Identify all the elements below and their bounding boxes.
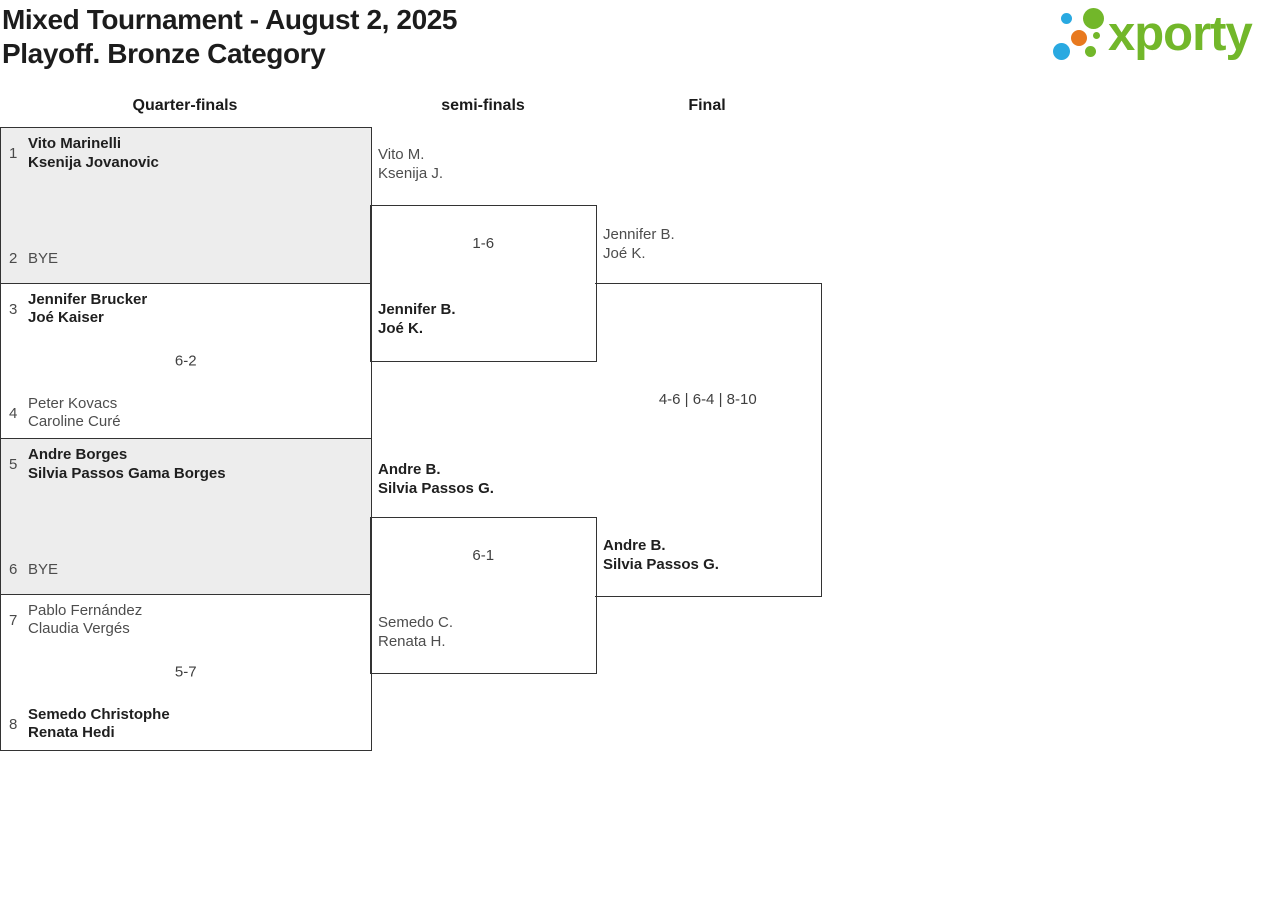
player-name: Andre Borges — [28, 446, 128, 463]
player-name: Joé K. — [603, 244, 646, 262]
match-semifinal-2[interactable]: 6-1 — [370, 517, 597, 674]
seed-number: 3 — [9, 300, 18, 318]
logo-dot-icon — [1093, 32, 1100, 39]
player-name: Pablo Fernández — [28, 601, 143, 619]
logo-wordmark: xporty — [1108, 7, 1253, 61]
player-name: Vito M. — [378, 146, 425, 163]
participant-slot: 6 BYE — [1, 561, 371, 580]
sf1-top-team-label: Vito M. Ksenija J. — [378, 146, 443, 183]
team-names: BYE — [28, 250, 58, 269]
player-name: Silvia Passos G. — [603, 555, 719, 573]
logo-dot-icon — [1085, 46, 1096, 57]
participant-slot: 2 BYE — [1, 250, 371, 269]
player-name: Silvia Passos G. — [378, 479, 494, 497]
team-names: Vito Marinelli Ksenija Jovanovic — [28, 135, 159, 172]
player-name: Andre B. — [603, 537, 666, 554]
team-names: Pablo Fernández Claudia Vergés — [28, 602, 142, 639]
player-name: Andre B. — [378, 461, 441, 478]
match-quarterfinal-4[interactable]: 7 Pablo Fernández Claudia Vergés 5-7 8 S… — [0, 593, 372, 751]
bye-label: BYE — [28, 249, 59, 267]
seed-number: 5 — [9, 456, 18, 473]
tournament-title: Mixed Tournament - August 2, 2025 — [2, 4, 458, 35]
category-subtitle: Playoff. Bronze Category — [2, 37, 326, 69]
player-name: Ksenija Jovanovic — [28, 153, 159, 171]
player-name: Joé K. — [378, 319, 424, 337]
match-score: 5-7 — [174, 663, 197, 681]
player-name: Vito Marinelli — [28, 135, 122, 152]
logo-dot-icon — [1071, 30, 1087, 46]
participant-slot: 3 Jennifer Brucker Joé Kaiser — [1, 291, 371, 328]
player-name: Renata H. — [378, 632, 446, 650]
sf1-bottom-team-label: Jennifer B. Joé K. — [378, 301, 456, 338]
seed-number: 4 — [9, 404, 18, 422]
player-name: Joé Kaiser — [28, 309, 104, 326]
player-name: Renata Hedi — [28, 724, 115, 741]
sf2-top-team-label: Andre B. Silvia Passos G. — [378, 461, 494, 498]
logo-dot-icon — [1061, 13, 1072, 24]
seed-number: 7 — [9, 611, 18, 629]
team-names: BYE — [28, 561, 58, 580]
round-header-quarterfinals: Quarter-finals — [132, 97, 238, 114]
final-bottom-team-label: Andre B. Silvia Passos G. — [603, 537, 719, 574]
player-name: Jennifer B. — [378, 301, 456, 318]
match-quarterfinal-3[interactable]: 5 Andre Borges Silvia Passos Gama Borges… — [0, 438, 372, 595]
match-score: 6-1 — [472, 547, 495, 564]
player-name: Jennifer B. — [603, 226, 675, 243]
participant-slot: 7 Pablo Fernández Claudia Vergés — [1, 602, 371, 639]
seed-number: 1 — [9, 145, 18, 162]
player-name: Semedo Christophe — [28, 705, 170, 723]
seed-number: 8 — [9, 715, 18, 733]
sf2-bottom-team-label: Semedo C. Renata H. — [378, 614, 453, 651]
player-name: Jennifer Brucker — [28, 290, 148, 308]
seed-number: 6 — [9, 561, 18, 579]
participant-slot: 4 Peter Kovacs Caroline Curé — [1, 395, 371, 432]
final-top-team-label: Jennifer B. Joé K. — [603, 226, 675, 263]
team-names: Andre Borges Silvia Passos Gama Borges — [28, 446, 226, 483]
player-name: Claudia Vergés — [28, 620, 130, 637]
team-names: Jennifer Brucker Joé Kaiser — [28, 291, 147, 328]
match-quarterfinal-1[interactable]: 1 Vito Marinelli Ksenija Jovanovic 2 BYE — [0, 127, 372, 284]
seed-number: 2 — [9, 250, 18, 268]
round-header-final: Final — [688, 97, 726, 114]
match-score: 4-6 | 6-4 | 8-10 — [658, 391, 757, 408]
match-semifinal-1[interactable]: 1-6 — [370, 205, 597, 362]
match-score: 1-6 — [472, 235, 495, 252]
team-names: Peter Kovacs Caroline Curé — [28, 395, 121, 432]
page-title: Mixed Tournament - August 2, 2025 Playof… — [2, 3, 458, 70]
player-name: Semedo C. — [378, 614, 454, 631]
participant-slot: 1 Vito Marinelli Ksenija Jovanovic — [1, 135, 371, 172]
player-name: Caroline Curé — [28, 413, 121, 430]
player-name: Silvia Passos Gama Borges — [28, 464, 226, 482]
player-name: Ksenija J. — [378, 164, 444, 182]
xporty-logo[interactable]: xporty — [1050, 4, 1278, 68]
team-names: Semedo Christophe Renata Hedi — [28, 706, 170, 743]
match-quarterfinal-2[interactable]: 3 Jennifer Brucker Joé Kaiser 6-2 4 Pete… — [0, 282, 372, 440]
participant-slot: 8 Semedo Christophe Renata Hedi — [1, 706, 371, 743]
match-score: 6-2 — [174, 352, 197, 370]
player-name: Peter Kovacs — [28, 394, 118, 412]
match-final[interactable]: 4-6 | 6-4 | 8-10 — [595, 283, 822, 597]
bye-label: BYE — [28, 560, 59, 578]
round-header-semifinals: semi-finals — [441, 97, 525, 114]
participant-slot: 5 Andre Borges Silvia Passos Gama Borges — [1, 446, 371, 483]
logo-dot-icon — [1053, 43, 1070, 60]
logo-dot-icon — [1083, 8, 1104, 29]
